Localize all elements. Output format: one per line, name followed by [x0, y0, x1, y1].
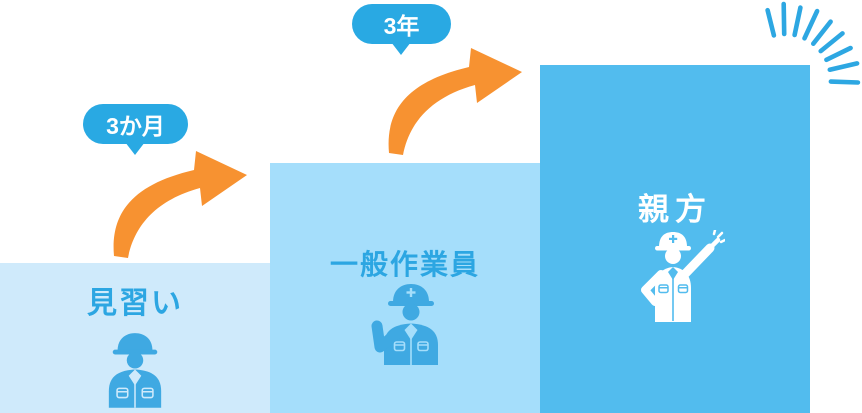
worker-trainee-icon — [108, 333, 162, 408]
curved-arrow-step1-to-step2-icon — [113, 151, 247, 258]
worker-master-icon — [641, 230, 725, 322]
duration-bubble-3years-text: 3年 — [383, 13, 420, 39]
step-3-label: 親方 — [638, 192, 712, 227]
step-2-label: 一般作業員 — [329, 249, 480, 280]
sparkle-burst-icon — [765, 1, 861, 85]
worker-general-icon — [371, 284, 438, 365]
duration-bubble-3months-text: 3か月 — [106, 113, 165, 139]
finger-sparkle-icon — [712, 230, 725, 244]
step-1-label: 見習い — [87, 287, 183, 320]
duration-bubble-3months: 3か月 — [83, 104, 188, 144]
duration-bubble-3years: 3年 — [352, 4, 451, 44]
curved-arrow-step2-to-step3-icon — [388, 48, 522, 155]
